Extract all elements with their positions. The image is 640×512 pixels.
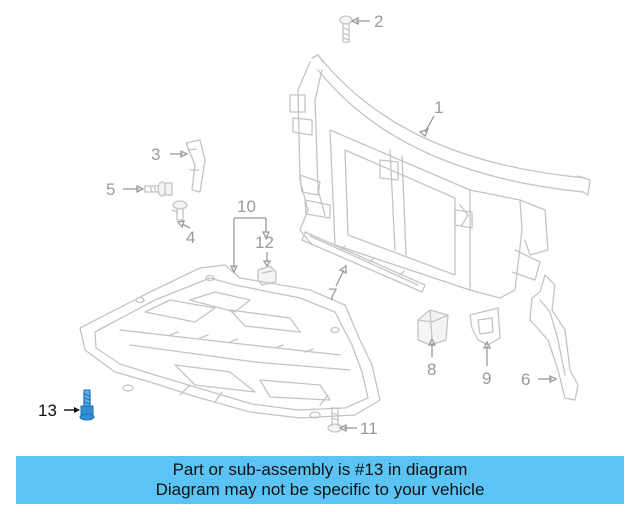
callout-11: 11: [360, 419, 378, 438]
part-13-bolt: [79, 389, 95, 421]
part-6-side-deflector: [529, 274, 579, 401]
callout-13: 13: [38, 401, 57, 420]
part-12-clip: [257, 265, 277, 286]
part-2-bolt: [339, 15, 353, 43]
callout-1: 1: [434, 98, 443, 117]
part-1-radiator-support: [289, 54, 591, 299]
part-5-bolt: [144, 181, 173, 197]
callout-3: 3: [151, 145, 160, 164]
callout-labels: 1 2 3 5 4 10 12 7 8 9 6 11 13: [38, 12, 530, 438]
callout-5: 5: [106, 180, 115, 199]
callout-2: 2: [374, 12, 383, 31]
callout-12: 12: [255, 233, 274, 252]
part-8-bracket: [417, 309, 449, 346]
callout-4: 4: [186, 228, 195, 247]
parts-diagram: 1 2 3 5 4 10 12 7 8 9 6 11 13: [38, 12, 591, 438]
callout-10: 10: [237, 197, 256, 216]
caption-line-1: Part or sub-assembly is #13 in diagram: [172, 460, 468, 479]
callout-6: 6: [521, 370, 530, 389]
part-3-bracket: [185, 139, 206, 193]
leader-lines: [64, 16, 558, 433]
part-9-bracket: [469, 307, 501, 346]
part-7-deflector: [301, 231, 426, 293]
part-4-bolt: [171, 200, 188, 221]
caption-banner: Part or sub-assembly is #13 in diagram D…: [16, 456, 624, 504]
part-10-undercover: [79, 264, 381, 419]
callout-7: 7: [328, 285, 337, 304]
callout-8: 8: [427, 360, 436, 379]
callout-9: 9: [482, 369, 491, 388]
caption-line-2: Diagram may not be specific to your vehi…: [155, 480, 485, 499]
part-11-bolt: [327, 407, 343, 433]
